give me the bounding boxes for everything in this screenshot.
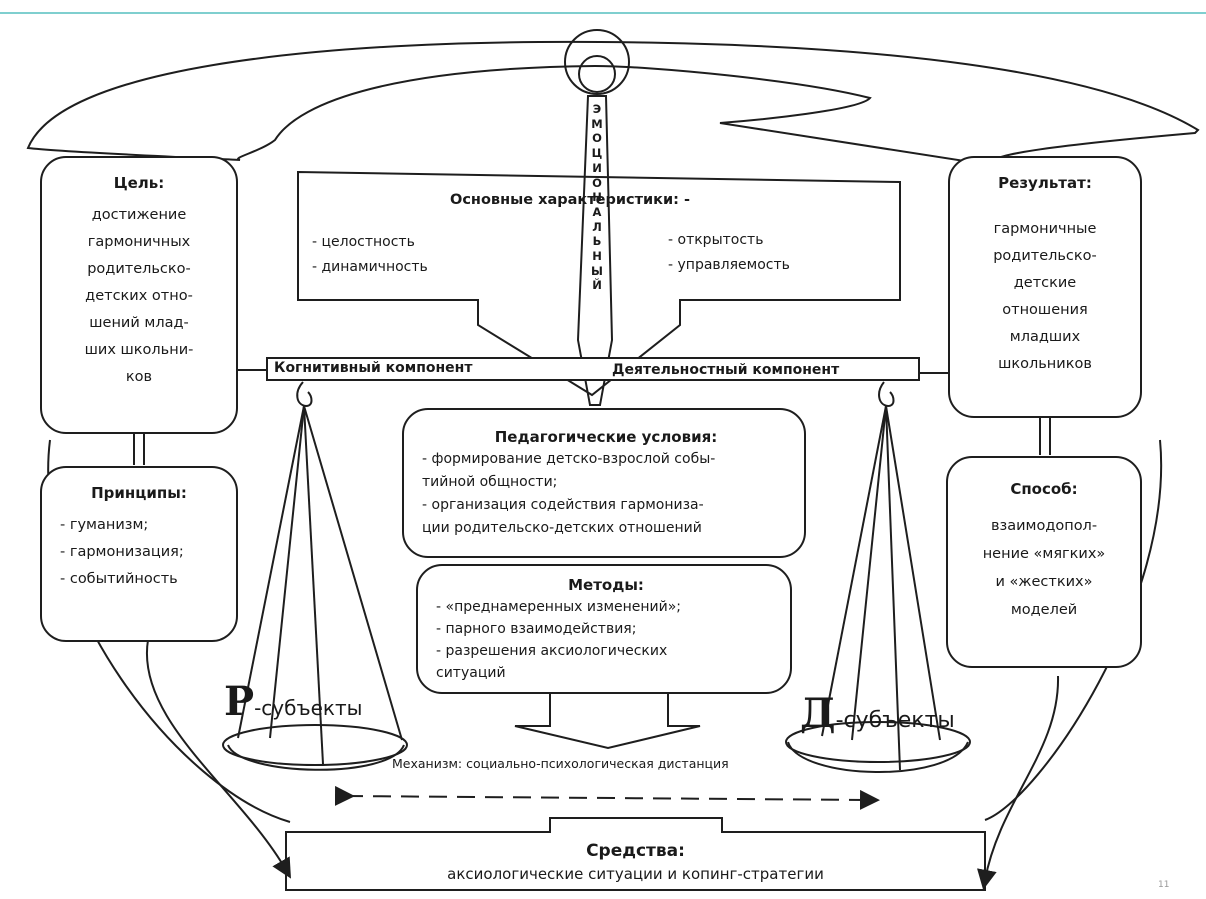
characteristic-item: - динамичность [312, 259, 428, 275]
d-subjects-label: Д-субъекты [800, 690, 955, 737]
way-line: моделей [1010, 602, 1078, 618]
condition-item: - организация содействия гармониза- [422, 497, 704, 513]
characteristics-right: - открытость - управляемость [668, 228, 790, 278]
mechanism-label: Механизм: социально-психологическая дист… [392, 756, 729, 771]
methods-title: Методы: [568, 576, 644, 594]
activity-component-label: Деятельностный компонент [612, 362, 840, 378]
goal-line: достижение [91, 207, 187, 223]
letter: Э [592, 102, 602, 116]
characteristics-left: - целостность - динамичность [312, 230, 428, 280]
result-line: младших [1009, 329, 1081, 345]
condition-item: тийной общности; [422, 474, 558, 490]
goal-line: шений млад- [89, 315, 189, 331]
goal-line: гармоничных [87, 234, 191, 250]
letter: Н [592, 249, 602, 264]
hanging-ring [564, 29, 630, 95]
letter: Й [592, 278, 602, 293]
d-letter: Д [800, 690, 836, 737]
result-line: родительско- [993, 248, 1097, 264]
result-line: отношения [1002, 302, 1088, 318]
goal-line: ков [125, 369, 153, 385]
r-subjects-text: -субъекты [254, 696, 363, 720]
letter: А [592, 204, 602, 219]
principles-title: Принципы: [91, 484, 187, 502]
goal-line: родительско- [87, 261, 191, 277]
letter: Ц [591, 146, 603, 161]
condition-item: - формирование детско-взрослой собы- [422, 451, 716, 467]
mechanism-arrow [514, 691, 701, 750]
balance-beam [266, 357, 920, 381]
d-subjects-text: -субъекты [835, 708, 955, 733]
goal-line: ших школьни- [84, 342, 194, 358]
r-subjects-label: Р-субъекты [224, 678, 362, 725]
cognitive-component-label: Когнитивный компонент [274, 360, 473, 376]
result-line: детские [1013, 275, 1077, 291]
means-block: Средства: аксиологические ситуации и коп… [286, 840, 985, 886]
method-item: - разрешения аксиологических [436, 643, 668, 659]
pedagogical-conditions-title: Педагогические условия: [494, 428, 718, 446]
principle-item: - гуманизм; [60, 517, 149, 533]
method-item: ситуаций [436, 665, 506, 681]
means-text: аксиологические ситуации и копинг-страте… [447, 865, 824, 883]
principles-box: Принципы: - гуманизм; - гармонизация; - … [40, 466, 238, 642]
letter: Н [592, 190, 602, 205]
method-item: - парного взаимодействия; [436, 621, 637, 637]
right-pan [785, 721, 971, 763]
letter: Ь [592, 234, 602, 249]
top-rule [0, 12, 1206, 14]
characteristics-title: Основные характеристики: - [450, 192, 691, 208]
letter: Ы [591, 263, 603, 278]
goal-box: Цель: достижение гармоничных родительско… [40, 156, 238, 434]
way-line: взаимодопол‑ [990, 518, 1098, 534]
condition-item: ции родительско-детских отношений [422, 520, 702, 536]
goal-title: Цель: [113, 174, 165, 192]
page-number: 11 [1158, 880, 1170, 890]
r-letter: Р [224, 678, 255, 725]
emotional-bar [576, 95, 614, 406]
method-item: - «преднамеренных изменений»; [436, 599, 682, 615]
principle-item: - событийность [60, 571, 178, 587]
letter: М [591, 116, 603, 131]
methods-box: Методы: - «преднамеренных изменений»; - … [416, 564, 792, 694]
result-box: Результат: гармоничные родительско- детс… [948, 156, 1142, 418]
result-line: гармоничные [993, 221, 1097, 237]
means-title: Средства: [586, 841, 685, 861]
goal-line: детских отно- [85, 288, 193, 304]
principle-item: - гармонизация; [60, 544, 184, 560]
means-frame [285, 817, 986, 891]
characteristic-item: - целостность [312, 234, 415, 250]
letter: О [592, 131, 602, 146]
result-title: Результат: [998, 174, 1092, 192]
emotional-component-label: Э М О Ц И О Н А Л Ь Н Ы Й [588, 102, 606, 293]
way-title: Способ: [1010, 480, 1078, 498]
left-pan [222, 724, 408, 766]
way-line: и «жестких» [995, 574, 1093, 590]
pedagogical-conditions-box: Педагогические условия: - формирование д… [402, 408, 806, 558]
letter: Л [592, 219, 602, 234]
way-line: нение «мягких» [982, 546, 1106, 562]
characteristic-item: - открытость [668, 232, 764, 248]
letter: О [592, 175, 602, 190]
characteristic-item: - управляемость [668, 257, 790, 273]
way-box: Способ: взаимодопол‑ нение «мягких» и «ж… [946, 456, 1142, 668]
top-arc [26, 40, 1200, 167]
result-line: школьников [998, 356, 1092, 372]
letter: И [592, 160, 602, 175]
